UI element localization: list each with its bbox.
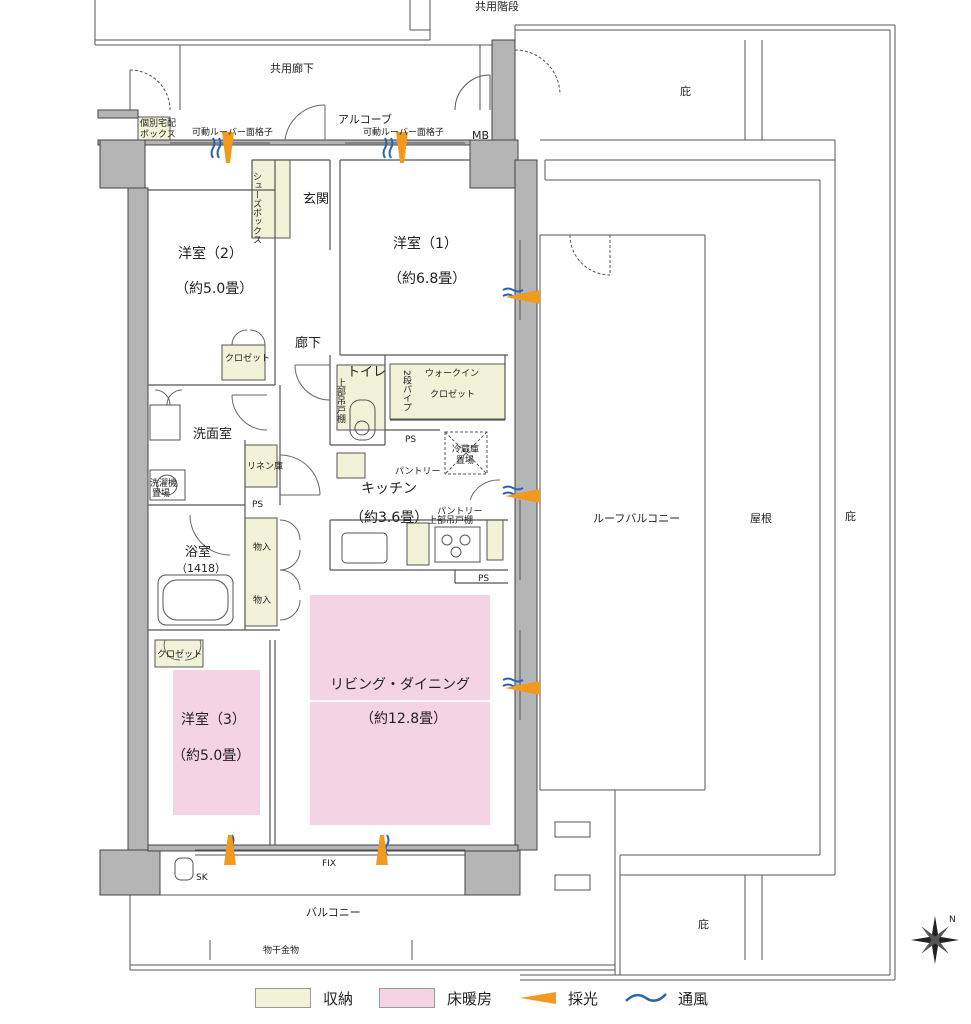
label-delivery-box-2: ボックス (140, 129, 176, 140)
label-eaves-bottom: 庇 (698, 917, 709, 931)
label-roof: 屋根 (750, 511, 772, 525)
label-washroom: 洗面室 (193, 426, 232, 442)
compass-icon: N (911, 915, 959, 964)
label-sk: SK (196, 873, 209, 883)
bath-name: 浴室 (185, 544, 211, 560)
label-drying-rack: 物干金物 (263, 944, 299, 956)
legend-floor-heating: 床暖房 (379, 988, 492, 1009)
legend: 収納 床暖房 採光 通風 (255, 985, 734, 1011)
bath-size: （1418） (176, 562, 226, 575)
legend-storage: 収納 (255, 988, 353, 1009)
kitchen-size: （約3.6畳） (350, 510, 428, 526)
room1-size: （約6.8畳） (388, 271, 466, 287)
label-roof-balcony: ルーフバルコニー (593, 512, 680, 525)
legend-floor-heating-label: 床暖房 (447, 989, 493, 1008)
partitions (148, 159, 508, 845)
kitchen-name: キッチン (361, 481, 417, 497)
labels: 共用階段 共用廊下 庇 庇 庇 アルコーブ MB 個別宅配 ボックス 可動ルーバ… (140, 0, 856, 956)
label-closet-1: クロゼット (225, 352, 270, 364)
label-storage-2: 物入 (253, 594, 271, 606)
label-louver-left: 可動ルーバー面格子 (192, 126, 273, 138)
legend-lighting: 採光 (518, 988, 598, 1009)
room1-name: 洋室（1） (393, 235, 458, 252)
label-kitchen-cabinet: 上部吊戸棚 (428, 514, 473, 526)
label-entrance: 玄関 (303, 192, 329, 207)
label-louver-right: 可動ルーバー面格子 (363, 126, 444, 138)
room2-size: （約5.0畳） (175, 281, 253, 297)
label-fridge-1: 冷蔵庫 (452, 443, 479, 455)
label-eaves-right: 庇 (845, 509, 856, 523)
ventilation-legend-icon (625, 993, 667, 1002)
label-walkin-2: クロゼット (430, 388, 475, 400)
lighting-legend-icon (520, 992, 557, 1004)
label-shared-stairs: 共用階段 (475, 0, 519, 13)
living-size: （約12.8畳） (360, 711, 447, 727)
label-ps-2: PS (405, 435, 416, 445)
label-mb: MB (472, 129, 489, 142)
label-ps-1: PS (252, 500, 263, 510)
label-delivery-box-1: 個別宅配 (140, 117, 176, 129)
legend-lighting-label: 採光 (568, 989, 599, 1008)
label-closet-2: クロゼット (157, 648, 202, 660)
floor-heating-areas (173, 595, 490, 825)
exterior-lines (94, 0, 896, 981)
label-eaves-top: 庇 (680, 84, 691, 98)
label-linen: リネン庫 (247, 460, 283, 472)
label-hallway: 廊下 (295, 335, 321, 351)
room3-size: （約5.0畳） (172, 748, 250, 764)
label-walkin-pipe: 2段パイプ (401, 370, 412, 412)
label-balcony: バルコニー (306, 906, 361, 919)
label-ps-3: PS (478, 574, 489, 584)
floor-heating-swatch (379, 988, 436, 1008)
compass-north-label: N (949, 915, 956, 925)
label-walkin-1: ウォークイン (425, 368, 479, 379)
room3-name: 洋室（3） (181, 711, 246, 728)
label-pantry-2: パントリー (437, 506, 482, 517)
airflow-markers (210, 132, 540, 865)
storage-swatch (255, 988, 311, 1008)
label-pantry-1: パントリー (395, 466, 440, 477)
label-shared-corridor: 共用廊下 (270, 61, 314, 75)
room2-name: 洋室（2） (178, 245, 243, 262)
label-washer-2: 置場 (152, 487, 170, 499)
legend-storage-label: 収納 (323, 989, 354, 1008)
label-alcove: アルコーブ (338, 112, 392, 126)
fixtures (149, 399, 488, 881)
label-shoe-box: シューズボックス (251, 172, 262, 244)
door-swings (154, 104, 501, 661)
legend-ventilation: 通風 (624, 988, 708, 1009)
label-toilet: トイレ (347, 365, 386, 380)
legend-ventilation-label: 通風 (678, 989, 709, 1008)
label-fridge-2: 置場 (456, 454, 474, 466)
storage-areas (137, 116, 506, 668)
label-storage-1: 物入 (253, 541, 271, 553)
label-washer-1: 洗濯機 (150, 477, 177, 489)
living-name: リビング・ダイニング (330, 677, 470, 693)
shared-corridor-doors (129, 49, 611, 276)
lighting-icon (222, 132, 540, 865)
label-toilet-cabinet: 上部吊戸棚 (335, 378, 346, 424)
label-fix: FIX (322, 859, 336, 869)
